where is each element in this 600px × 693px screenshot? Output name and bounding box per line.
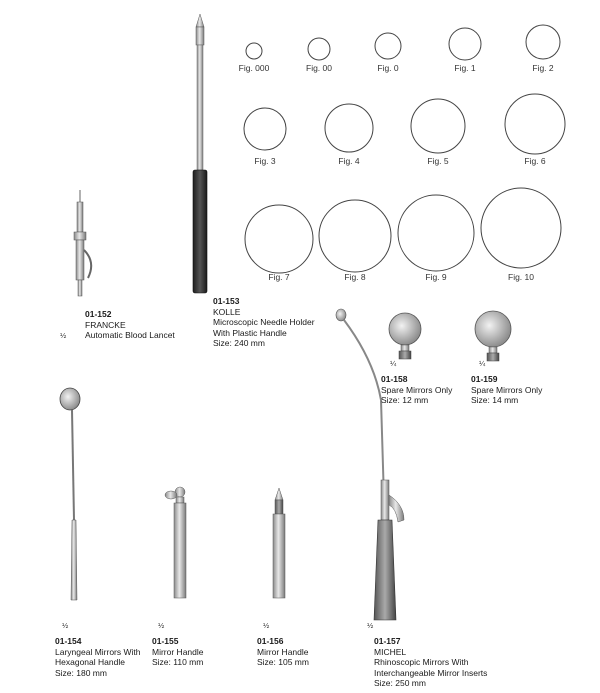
- fig-00-circle: [307, 37, 331, 61]
- fig-label: Fig. 2: [532, 63, 554, 73]
- mirror-size-circles: [243, 24, 566, 274]
- product-size: Size: 110 mm: [152, 657, 204, 667]
- scale-mark: ½: [158, 621, 165, 630]
- scale-mark: ¼: [390, 359, 397, 368]
- product-desc: Hexagonal Handle: [55, 657, 125, 667]
- mirror-handle-105-illustration: [272, 487, 286, 599]
- mirror-handle-110-illustration: [164, 486, 187, 599]
- product-code: 01-156: [257, 636, 284, 646]
- scale-mark: ½: [367, 621, 374, 630]
- product-desc: Spare Mirrors Only: [381, 384, 453, 395]
- fig-label: Fig. 10: [508, 272, 534, 282]
- product-name: KOLLE: [213, 306, 241, 317]
- fig-label: Fig. 0: [377, 63, 399, 73]
- product-size: Size: 105 mm: [257, 657, 309, 667]
- fig-4-circle: [324, 103, 374, 153]
- fig-000-circle: [245, 42, 263, 60]
- fig-8-circle: [318, 199, 392, 273]
- rhinoscopic-mirror-illustration: [335, 308, 405, 621]
- fig-5-circle: [410, 98, 466, 154]
- product-code: 01-155: [152, 636, 179, 646]
- fig-label: Fig. 8: [344, 272, 366, 282]
- product-code: 01-159: [471, 374, 498, 384]
- product-desc: Interchangeable Mirror Inserts: [374, 667, 488, 678]
- product-code: 01-153: [213, 296, 240, 306]
- product-size: Size: 14 mm: [471, 395, 519, 405]
- product-desc: Rhinoscopic Mirrors With: [374, 657, 469, 667]
- fig-3-circle: [243, 107, 287, 151]
- fig-2-circle: [525, 24, 561, 60]
- product-name: FRANCKE: [85, 319, 126, 330]
- fig-label: Fig. 6: [524, 156, 546, 166]
- product-desc: Automatic Blood Lancet: [85, 330, 175, 340]
- product-01-157: 01-157 MICHEL Rhinoscopic Mirrors With I…: [374, 636, 487, 689]
- product-code: 01-152: [85, 309, 112, 319]
- fig-label: Fig. 4: [338, 156, 360, 166]
- fig-0-circle: [374, 32, 402, 60]
- product-desc: Laryngeal Mirrors With: [55, 646, 141, 657]
- product-desc: Mirror Handle: [152, 646, 204, 657]
- fig-label: Fig. 5: [427, 156, 449, 166]
- fig-label: Fig. 00: [306, 63, 332, 73]
- scale-mark: ½: [62, 621, 69, 630]
- product-size: Size: 240 mm: [213, 338, 265, 348]
- blood-lancet-illustration: [73, 190, 93, 297]
- fig-9-circle: [397, 194, 475, 272]
- product-01-155: 01-155 Mirror Handle Size: 110 mm: [152, 636, 204, 668]
- fig-label: Fig. 7: [268, 272, 290, 282]
- product-code: 01-154: [55, 636, 82, 646]
- scale-mark: ½: [263, 621, 270, 630]
- needle-holder-illustration: [192, 13, 208, 294]
- product-size: Size: 180 mm: [55, 667, 107, 678]
- fig-7-circle: [244, 204, 314, 274]
- fig-label: Fig. 9: [425, 272, 447, 282]
- product-code: 01-158: [381, 374, 408, 384]
- product-desc: Spare Mirrors Only: [471, 384, 543, 395]
- spare-mirror-12-illustration: [388, 312, 422, 360]
- product-01-158: 01-158 Spare Mirrors Only Size: 12 mm: [381, 374, 452, 406]
- laryngeal-mirror-illustration: [59, 387, 81, 601]
- product-01-159: 01-159 Spare Mirrors Only Size: 14 mm: [471, 374, 542, 406]
- scale-mark: ¼: [479, 359, 486, 368]
- fig-label: Fig. 000: [238, 63, 270, 73]
- fig-label: Fig. 1: [454, 63, 476, 73]
- fig-1-circle: [448, 27, 482, 61]
- product-01-152: 01-152 FRANCKE Automatic Blood Lancet: [85, 309, 175, 341]
- product-desc: Mirror Handle: [257, 646, 309, 657]
- product-code: 01-157: [374, 636, 401, 646]
- product-01-153: 01-153 KOLLE Microscopic Needle Holder W…: [213, 296, 315, 349]
- product-name: MICHEL: [374, 646, 407, 657]
- product-01-154: 01-154 Laryngeal Mirrors With Hexagonal …: [55, 636, 141, 678]
- product-desc: Microscopic Needle Holder: [213, 317, 315, 327]
- product-01-156: 01-156 Mirror Handle Size: 105 mm: [257, 636, 309, 668]
- scale-mark: ½: [60, 331, 67, 340]
- fig-10-circle: [480, 187, 562, 269]
- spare-mirror-14-illustration: [474, 310, 512, 362]
- product-size: Size: 12 mm: [381, 395, 429, 405]
- fig-6-circle: [504, 93, 566, 155]
- product-size: Size: 250 mm: [374, 678, 426, 688]
- fig-label: Fig. 3: [254, 156, 276, 166]
- product-desc: With Plastic Handle: [213, 327, 287, 338]
